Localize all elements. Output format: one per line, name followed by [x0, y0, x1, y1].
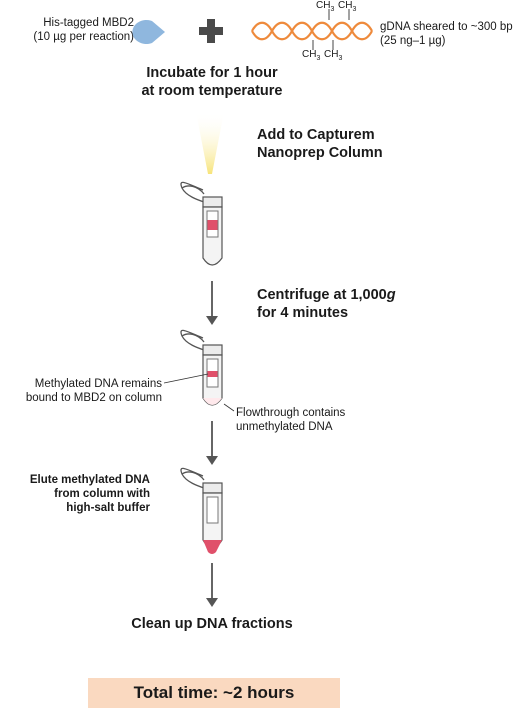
elute-step: Elute methylated DNA from column with hi…: [29, 474, 150, 514]
gdna-label: gDNA sheared to ~300 bp (25 ng–1 µg): [380, 21, 513, 47]
sample-red-1: [207, 220, 218, 230]
mbd2-protein-icon: [132, 20, 165, 44]
methyl-label-3: CH3: [302, 49, 321, 62]
incubate-step: Incubate for 1 hour at room temperature: [141, 65, 283, 99]
flowthrough-note: Flowthrough contains unmethylated DNA: [236, 407, 346, 433]
arrow-1: [206, 281, 218, 325]
bound-dna-band: [207, 371, 218, 377]
tube-1: [180, 181, 223, 266]
glow-funnel: [196, 112, 224, 174]
methylated-dna-note: Methylated DNA remains bound to MBD2 on …: [25, 378, 162, 404]
arrow-2: [206, 421, 218, 465]
methyl-label-1: CH3: [316, 0, 335, 13]
add-to-column-step: Add to Capturem Nanoprep Column: [257, 127, 383, 161]
methyl-group-ticks: [312, 9, 350, 50]
mbd2-label: His-tagged MBD2 (10 µg per reaction): [33, 17, 134, 43]
methyl-label-2: CH3: [338, 0, 357, 13]
arrow-3: [206, 563, 218, 607]
tube-3: [180, 467, 223, 554]
cleanup-step: Clean up DNA fractions: [131, 616, 293, 632]
eluted-dna: [203, 540, 222, 554]
tube-2: [163, 329, 235, 412]
centrifuge-step: Centrifuge at 1,000g for 4 minutes: [257, 287, 396, 321]
total-time-badge: Total time: ~2 hours: [88, 678, 340, 708]
methyl-label-4: CH3: [324, 49, 343, 62]
dna-helix-icon: [251, 21, 373, 41]
plus-icon: [199, 19, 223, 43]
